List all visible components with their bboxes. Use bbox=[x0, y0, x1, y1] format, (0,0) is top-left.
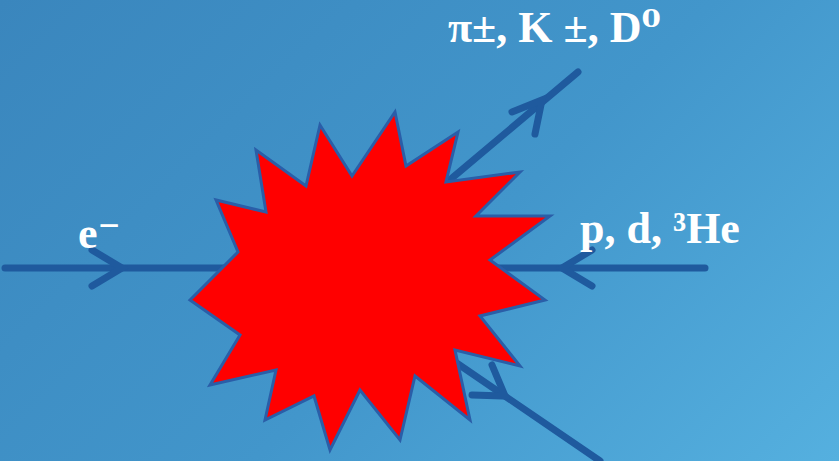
particle-label: p, d, ³He bbox=[580, 205, 740, 253]
arrowhead bbox=[472, 365, 505, 396]
arrowhead bbox=[512, 100, 542, 134]
particle-label: π±, K ±, D⁰ bbox=[448, 4, 661, 52]
arrowhead bbox=[562, 250, 592, 286]
particle-label: e⁻ bbox=[78, 210, 121, 258]
collision-starburst bbox=[190, 112, 550, 450]
